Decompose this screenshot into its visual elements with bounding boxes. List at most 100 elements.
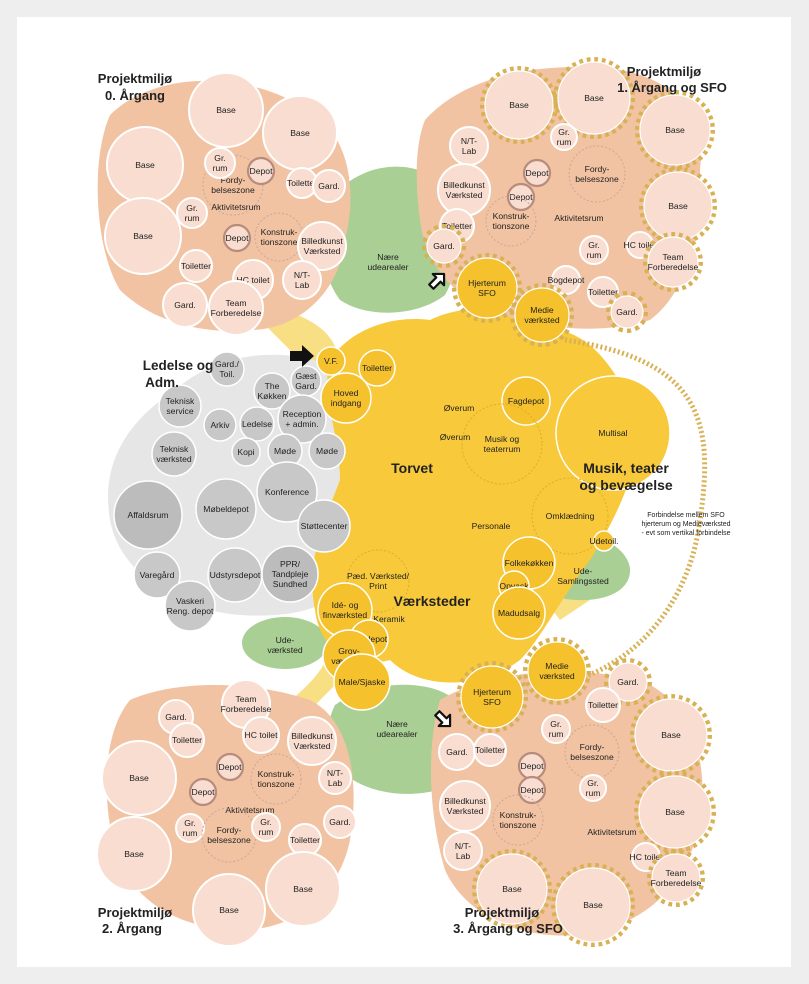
vk-keramik-label: Keramik [373, 614, 405, 624]
vk-paed-label-1: Pæd. Værksted/ [347, 571, 410, 581]
tv-hoved-label-1: Hoved [334, 388, 359, 398]
pm2-nt-bubble [318, 761, 352, 795]
pm1-team-label-1: Team [662, 252, 683, 262]
pm1-toil-2-label: Toiletter [588, 287, 618, 297]
pm2-team-label-1: Team [235, 694, 256, 704]
tv-multisal-label: Multisal [598, 428, 627, 438]
pm2-gr-2-label-2: rum [259, 827, 274, 837]
pm2-aktiv-label: Aktivitetsrum [225, 805, 274, 815]
pm2-gr-1-label-1: Gr. [184, 818, 195, 828]
pm3-billed-label-2: Værksted [447, 806, 484, 816]
pm1-medie-label-2: værksted [524, 315, 560, 325]
pm3-base-4-bubble [555, 867, 631, 943]
vk-ide-label-1: Idé- og [332, 600, 359, 610]
pm0-billed-bubble [297, 221, 347, 271]
pm3-konstr-label-1: Konstruk- [500, 810, 537, 820]
adm-arkiv-label: Arkiv [210, 420, 230, 430]
pm2-toil-2-label: Toiletter [290, 835, 320, 845]
pm0-depot-2-label: Depot [226, 233, 250, 243]
tv-opvask-label: Opvask [499, 581, 529, 591]
pm0-nt-label-1: N/T- [294, 270, 310, 280]
pm1-gard-1-label: Gard. [433, 241, 455, 251]
pm2-team-label-2: Forberedelse [221, 704, 272, 714]
pm0-toil-2-label: Toiletter [181, 261, 211, 271]
pm2-gr-1-bubble [175, 813, 205, 843]
naere-top-label-1: Nære [377, 252, 399, 262]
pm2-toil-1-label: Toiletter [172, 735, 202, 745]
pm3-base-2-gear-ring [634, 771, 716, 853]
adm-tek-service-label-1: Teknisk [166, 396, 195, 406]
adm-konference-bubble [256, 461, 318, 523]
adm-mobel-label: Møbeldepot [203, 504, 249, 514]
room-program-bubble-diagram: BaseBaseBaseBaseFordy-belseszoneGr.rumGr… [96, 57, 731, 947]
entrance-arrow-icon [290, 345, 314, 367]
adm-ledelse-label: Ledelse [242, 419, 272, 429]
pm1-gr-2-label-2: rum [587, 250, 602, 260]
connection-note-line2: hjerterum og Medieværksted [641, 521, 730, 528]
pm2-konstr-bubble [250, 753, 302, 805]
pm3-team-label-1: Team [665, 868, 686, 878]
pm0-fordy-label-1: Fordy- [221, 175, 246, 185]
tv-musik-label-1: Musik og [485, 434, 520, 444]
pm2-nt-label-1: N/T- [327, 768, 343, 778]
adm-affald-label: Affaldsrum [128, 510, 169, 520]
pm0-depot-2-bubble [222, 223, 252, 253]
pm3-gr-1-bubble [541, 714, 571, 744]
tv-omkl-label: Omklædning [546, 511, 595, 521]
pm1-gr-1-label-1: Gr. [558, 127, 569, 137]
pm2-base-2-bubble [96, 816, 172, 892]
tv-personale-label: Personale [472, 521, 511, 531]
tv-udetoil-bubble [593, 530, 615, 552]
pm0-depot-1-label: Depot [250, 166, 274, 176]
green-ude-vaerksted-area [242, 617, 328, 669]
tv-toil-label: Toiletter [362, 363, 392, 373]
green-naere-bottom-area [328, 684, 463, 794]
adm-gard-toil-label-1: Gard./ [215, 359, 239, 369]
pm3-toil-1-label: Toiletter [588, 700, 618, 710]
tv-udetoil-label: Udetoil. [589, 536, 618, 546]
ledelse-title-line2: Adm. [145, 375, 179, 390]
adm-vare-bubble [133, 551, 181, 599]
adm-tek-service-label-2: service [166, 406, 193, 416]
pm0-billed-label-2: Værksted [304, 246, 341, 256]
adm-ppr-label-3: Sundhed [273, 579, 308, 589]
pm2-gr-1-label-2: rum [183, 828, 198, 838]
connection-note-line3: - evt som vertikal forbindelse [641, 530, 730, 537]
pm0-base-2-label: Base [290, 128, 310, 138]
adm-mobel-bubble [195, 478, 257, 540]
pm2-base-4-bubble [192, 873, 266, 947]
pm3-gr-2-bubble [579, 774, 607, 802]
pm0-title-line1: Projektmiljø [98, 71, 172, 86]
pm0-gr-1-label-1: Gr. [214, 153, 225, 163]
adm-gard-toil-label-2: Toil. [219, 369, 234, 379]
naere-bottom-label-1: Nære [386, 719, 408, 729]
pm3-gr-1-label-1: Gr. [550, 719, 561, 729]
vk-grov-label-1: Grov- [338, 646, 360, 656]
pm3-base-4-gear-ring [551, 863, 635, 947]
pm3-aktiv-label: Aktivitetsrum [587, 827, 636, 837]
adm-ppr-bubble [261, 545, 319, 603]
pm2-hc-label: HC toilet [245, 730, 279, 740]
pm0-base-4-label: Base [133, 231, 153, 241]
nature-arrow-icon-bottom [434, 710, 452, 728]
adm-reception-bubble [277, 394, 327, 444]
pm0-gr-1-label-2: rum [213, 163, 228, 173]
pm3-billed-bubble [439, 780, 491, 832]
pm1-bogdepot-label: Bogdepot [548, 275, 585, 285]
room-bubbles: BaseBaseBaseBaseFordy-belseszoneGr.rumGr… [96, 57, 717, 947]
pm3-depot-1-label: Depot [521, 761, 545, 771]
pm1-gr-2-label-1: Gr. [588, 240, 599, 250]
pm1-depot-2-bubble [506, 182, 536, 212]
adm-vaskeri-label-2: Reng. depot [167, 606, 214, 616]
pm1-gr-1-bubble [550, 123, 578, 151]
adm-kopi-bubble [231, 437, 261, 467]
pm3-base-4-label: Base [583, 900, 603, 910]
pm0-depot-1-bubble [246, 156, 276, 186]
pm0-base-1-label: Base [216, 105, 236, 115]
pm2-gr-2-bubble [251, 812, 281, 842]
pm1-hc-label: HC toilet [624, 240, 658, 250]
pm3-billed-label-1: Billedkunst [444, 796, 486, 806]
adm-reception-label-2: + admin. [285, 419, 318, 429]
tv-musik-bubble [461, 403, 543, 485]
